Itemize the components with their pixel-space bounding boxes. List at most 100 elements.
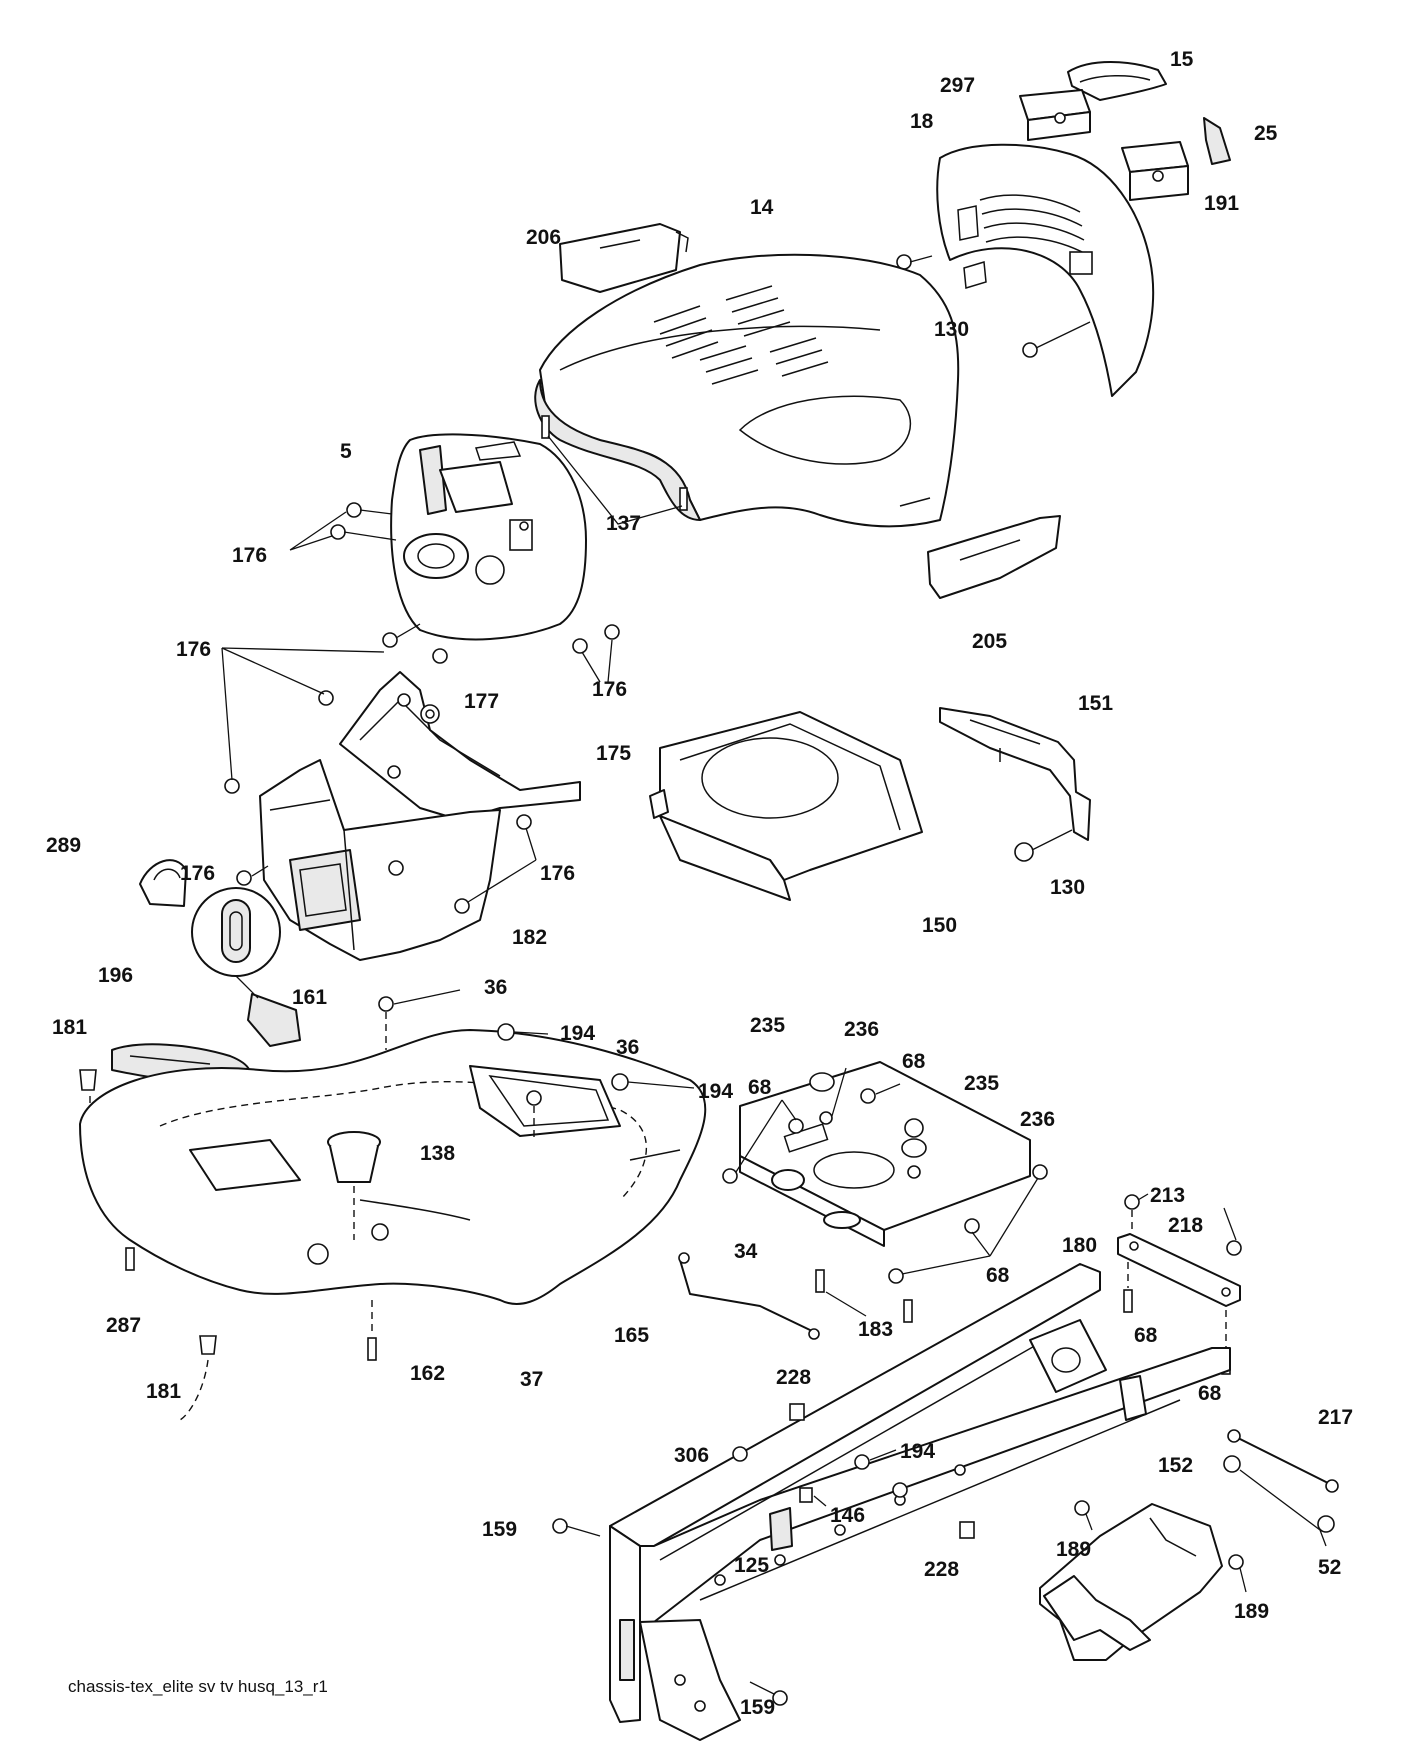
callout-194-c: 194 (900, 1440, 935, 1463)
callout-228-a: 228 (776, 1366, 811, 1389)
callout-213: 213 (1150, 1184, 1185, 1207)
callout-159-b: 159 (740, 1696, 775, 1719)
part-5-dashboard (390, 433, 587, 641)
callout-235-b: 235 (964, 1072, 999, 1095)
part-125-bracket (769, 1507, 793, 1551)
callout-165: 165 (614, 1324, 649, 1347)
callout-180: 180 (1062, 1234, 1097, 1257)
part-181-plug-upper (79, 1069, 97, 1136)
part-130-screw-upper (896, 254, 1091, 358)
callout-labels: 15 297 18 25 191 14 206 130 5 137 176 20… (46, 48, 1353, 1719)
part-25-emblem (1203, 117, 1231, 165)
callout-68-c: 68 (1134, 1324, 1158, 1347)
callout-181-a: 181 (52, 1016, 87, 1039)
part-15-trim-cap (1067, 61, 1167, 101)
part-36-bolt (378, 989, 542, 1140)
part-228-bushing (789, 1403, 975, 1539)
part-151-bracket (939, 707, 1091, 841)
callout-18: 18 (910, 110, 934, 133)
part-181-plug-lower (179, 1335, 217, 1421)
diagram-caption: chassis-tex_elite sv tv husq_13_r1 (68, 1677, 328, 1696)
callout-181-b: 181 (146, 1380, 181, 1403)
callout-183: 183 (858, 1318, 893, 1341)
callout-175: 175 (596, 742, 631, 765)
callout-176-e: 176 (540, 862, 575, 885)
callout-189-b: 189 (1234, 1600, 1269, 1623)
part-206-deflector (559, 223, 689, 293)
part-146-spacer (799, 1487, 827, 1507)
part-176-screws-dash (289, 502, 620, 683)
part-68-bolt (722, 1083, 1048, 1284)
callout-161: 161 (292, 986, 327, 1009)
part-236-washer (819, 1067, 921, 1179)
callout-68-a: 68 (902, 1050, 926, 1073)
part-159-bolt (552, 1518, 788, 1706)
callout-37: 37 (520, 1368, 543, 1391)
part-235-spacer (809, 1072, 927, 1158)
callout-235-a: 235 (750, 1014, 785, 1037)
callout-289: 289 (46, 834, 81, 857)
callout-146: 146 (830, 1504, 865, 1527)
part-218-bracket (1117, 1233, 1241, 1307)
part-162-screw (367, 1300, 377, 1361)
callout-25: 25 (1254, 122, 1278, 145)
part-137-pin (541, 415, 688, 525)
part-180-frame (609, 1263, 1231, 1741)
callout-68-d: 68 (986, 1264, 1010, 1287)
callout-206: 206 (526, 226, 561, 249)
part-189-bolt (1074, 1500, 1247, 1593)
callout-159-a: 159 (482, 1518, 517, 1541)
callout-182: 182 (512, 926, 547, 949)
part-18-front-grille (936, 143, 1155, 397)
callout-162: 162 (410, 1362, 445, 1385)
callout-236-a: 236 (844, 1018, 879, 1041)
callout-68-b: 68 (748, 1076, 772, 1099)
callout-194-a: 194 (560, 1022, 595, 1045)
callout-125: 125 (734, 1554, 769, 1577)
callout-138: 138 (420, 1142, 455, 1165)
part-34-plate (739, 1061, 1031, 1247)
callout-189-a: 189 (1056, 1538, 1091, 1561)
callout-228-b: 228 (924, 1558, 959, 1581)
part-165-rod (678, 1252, 820, 1340)
part-213-bolt (1124, 1193, 1242, 1256)
callout-217: 217 (1318, 1406, 1353, 1429)
part-287-screw (125, 1247, 135, 1271)
callout-52: 52 (1318, 1556, 1341, 1579)
callout-137: 137 (606, 512, 641, 535)
part-176-screws-console (221, 647, 537, 914)
part-205-deflector (927, 515, 1061, 599)
part-183-bolt (815, 1269, 913, 1323)
inset-detail (191, 887, 281, 977)
callout-34: 34 (734, 1240, 758, 1263)
part-138-boot (327, 1131, 381, 1240)
part-194-nut-frame (854, 1449, 908, 1498)
callout-287: 287 (106, 1314, 141, 1337)
part-217-rod (1227, 1429, 1339, 1493)
part-130-screw-lower (1014, 829, 1073, 862)
callout-176-a: 176 (232, 544, 267, 567)
callout-14: 14 (750, 196, 774, 219)
callout-15: 15 (1170, 48, 1194, 71)
part-152-guard (1039, 1503, 1223, 1661)
part-182-console (259, 759, 501, 961)
part-150-shroud (649, 711, 923, 901)
callout-130-upper: 130 (934, 318, 969, 341)
callout-218: 218 (1168, 1214, 1203, 1237)
part-175-bracket (339, 671, 581, 821)
callout-5: 5 (340, 440, 352, 463)
part-306-nut (732, 1446, 748, 1462)
callout-306: 306 (674, 1444, 709, 1467)
callout-130-lower: 130 (1050, 876, 1085, 899)
part-177-nut (420, 704, 440, 724)
callout-176-c: 176 (176, 638, 211, 661)
callout-205: 205 (972, 630, 1007, 653)
part-52-nut (1223, 1455, 1335, 1547)
callout-150: 150 (922, 914, 957, 937)
part-14-hood (534, 253, 960, 528)
part-191-pad (1121, 141, 1189, 201)
callout-176-d: 176 (180, 862, 215, 885)
callout-36-a: 36 (484, 976, 507, 999)
callout-176-b: 176 (592, 678, 627, 701)
